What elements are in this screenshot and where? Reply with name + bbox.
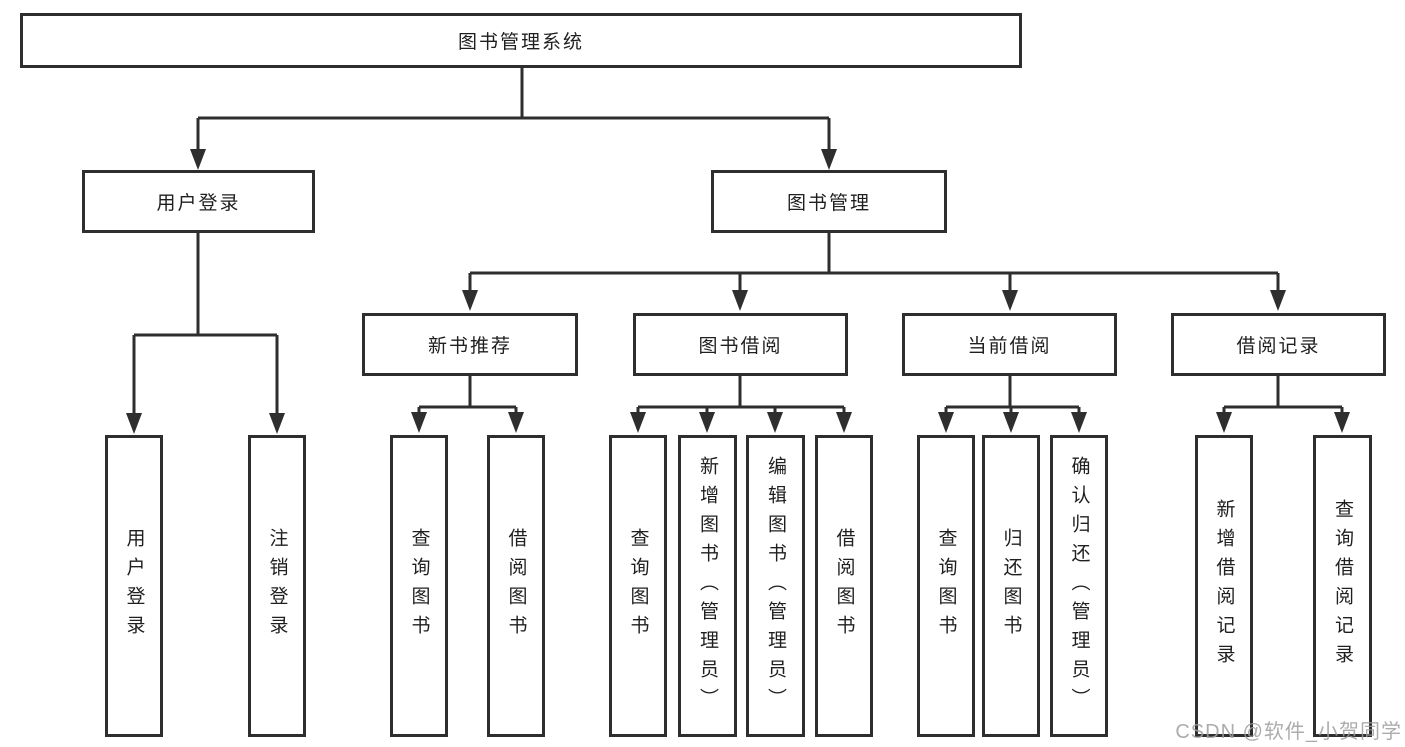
leaf-user-login: 用户登录 — [105, 435, 163, 737]
leaf-bb-edit-books-admin: 编辑图书（管理员） — [746, 435, 805, 737]
node-label: 新增借阅记录 — [1213, 499, 1235, 673]
arrowhead-icons — [126, 149, 1350, 434]
node-label: 当前借阅 — [967, 336, 1052, 357]
node-label: 查询图书 — [935, 528, 957, 644]
node-label: 借阅图书 — [833, 528, 855, 644]
node-label: 图书管理系统 — [457, 32, 584, 53]
node-label: 图书管理 — [786, 193, 871, 214]
leaf-cb-return-books: 归还图书 — [982, 435, 1040, 737]
node-label: 归还图书 — [1000, 528, 1022, 644]
node-label: 编辑图书（管理员） — [765, 455, 786, 717]
node-label: 查询图书 — [627, 528, 649, 644]
node-label: 查询借阅记录 — [1332, 499, 1353, 673]
leaf-rec-borrow-books: 借阅图书 — [487, 435, 545, 737]
node-label: 用户登录 — [156, 193, 241, 214]
leaf-rec-query-books: 查询图书 — [390, 435, 448, 737]
node-borrowing-records: 借阅记录 — [1171, 313, 1386, 376]
node-label: 用户登录 — [123, 528, 145, 644]
leaf-bb-borrow-books: 借阅图书 — [815, 435, 873, 737]
leaf-cb-query-books: 查询图书 — [917, 435, 975, 737]
leaf-cb-confirm-return-admin: 确认归还（管理员） — [1050, 435, 1108, 737]
leaf-logout: 注销登录 — [248, 435, 306, 737]
node-label: 图书借阅 — [698, 336, 783, 357]
node-library-management-system: 图书管理系统 — [20, 13, 1022, 68]
node-label: 新增图书（管理员） — [697, 455, 718, 717]
node-current-borrowing: 当前借阅 — [902, 313, 1117, 376]
node-label: 确认归还（管理员） — [1068, 455, 1090, 717]
leaf-br-query-borrow-record: 查询借阅记录 — [1313, 435, 1372, 737]
leaf-br-add-borrow-record: 新增借阅记录 — [1195, 435, 1253, 737]
csdn-watermark: CSDN @软件_小贺同学 — [1175, 721, 1402, 743]
node-label: 新书推荐 — [427, 336, 512, 357]
node-label: 注销登录 — [266, 528, 288, 644]
leaf-bb-add-books-admin: 新增图书（管理员） — [678, 435, 737, 737]
node-label: 借阅记录 — [1236, 336, 1321, 357]
node-label: 借阅图书 — [505, 528, 527, 644]
node-book-management: 图书管理 — [711, 170, 947, 233]
node-book-borrowing: 图书借阅 — [633, 313, 848, 376]
node-user-login: 用户登录 — [82, 170, 315, 233]
node-new-book-recommendation: 新书推荐 — [362, 313, 578, 376]
connector-stems — [132, 68, 1344, 416]
leaf-bb-query-books: 查询图书 — [609, 435, 667, 737]
node-label: 查询图书 — [408, 528, 430, 644]
